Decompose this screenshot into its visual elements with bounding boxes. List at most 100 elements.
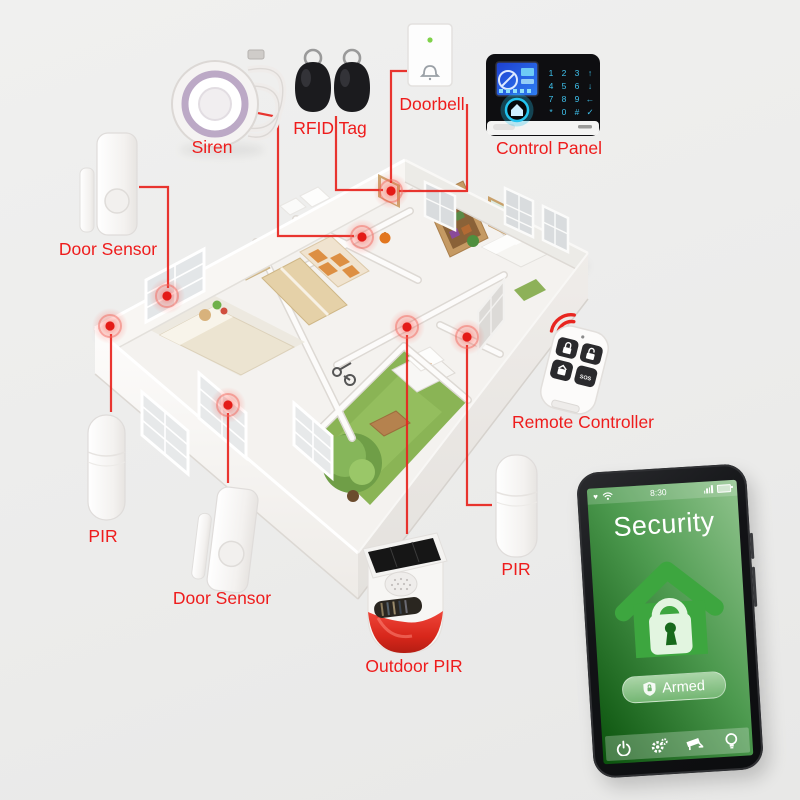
sensor-dot — [344, 219, 380, 255]
hanging-lamp — [379, 232, 391, 244]
window — [541, 204, 570, 254]
phone-status-bar: ♥ 8:30 — [586, 479, 738, 505]
pir-lens — [495, 491, 538, 497]
svg-text:9: 9 — [575, 94, 580, 104]
garden — [306, 346, 468, 505]
connection-line-doorbell — [389, 69, 407, 183]
svg-text:5: 5 — [562, 81, 567, 91]
cctv-camera-icon[interactable] — [685, 733, 706, 754]
remote-lock-button[interactable] — [555, 336, 580, 360]
coffee-table — [369, 410, 411, 437]
svg-text:#: # — [575, 107, 580, 117]
label-pir-right: PIR — [501, 559, 531, 579]
rfid-tags — [295, 48, 370, 112]
connection-line-siren — [252, 110, 354, 238]
panel-logo — [578, 125, 592, 129]
siren-device — [171, 49, 287, 157]
label-control-panel: Control Panel — [495, 138, 603, 158]
label-siren: Siren — [191, 137, 233, 157]
svg-text:3: 3 — [575, 68, 580, 78]
remote-home-arm-button[interactable] — [549, 359, 574, 383]
exercise-bike — [332, 362, 356, 386]
settings-gear-icon[interactable] — [649, 735, 670, 756]
armed-status-badge[interactable]: Armed — [621, 670, 727, 705]
svg-text:8: 8 — [562, 94, 567, 104]
door-sensor-bottom-device — [191, 486, 259, 594]
floor-plan — [94, 158, 590, 600]
app-nav-bar — [604, 727, 751, 762]
wifi-icon — [602, 491, 613, 500]
pir-lens-window — [374, 597, 423, 618]
label-remote-controller: Remote Controller — [512, 412, 654, 432]
label-door-sensor-left: Door Sensor — [58, 239, 158, 259]
smartphone: ♥ 8:30 Security — [575, 463, 765, 779]
speaker-grille — [384, 571, 418, 597]
sensor-dot — [373, 173, 409, 209]
bed — [158, 306, 296, 376]
sensor-dot — [149, 278, 185, 314]
svg-text:1: 1 — [549, 68, 554, 78]
red-strobe-dome — [368, 611, 443, 654]
courtyard-grass — [514, 279, 546, 301]
solar-panel — [368, 538, 441, 573]
svg-text:7: 7 — [549, 94, 554, 104]
svg-text:0: 0 — [562, 107, 567, 117]
potted-plant — [467, 235, 479, 247]
svg-text:↓: ↓ — [588, 81, 592, 91]
label-pir-left: PIR — [88, 526, 118, 546]
connection-line-pir-right — [465, 345, 492, 507]
window — [140, 388, 190, 478]
svg-text:4: 4 — [549, 81, 554, 91]
doorbell-button[interactable] — [419, 65, 441, 81]
floor — [95, 160, 588, 553]
svg-text:6: 6 — [575, 81, 580, 91]
armed-label: Armed — [661, 677, 706, 697]
window — [503, 186, 535, 239]
status-time: 8:30 — [649, 486, 667, 498]
connection-lines — [109, 69, 492, 534]
sensor-points — [92, 173, 485, 423]
window — [292, 399, 334, 482]
pir-right-device — [495, 454, 538, 558]
svg-text:←: ← — [586, 94, 595, 104]
connection-line-rfid — [334, 116, 383, 192]
toy — [220, 307, 228, 315]
label-doorbell: Doorbell — [399, 94, 465, 114]
svg-text:↑: ↑ — [588, 68, 592, 78]
svg-text:✓: ✓ — [586, 107, 593, 117]
power-button[interactable] — [613, 737, 634, 758]
battery-icon — [716, 484, 732, 493]
doorbell-led — [427, 37, 433, 43]
sensor-dot — [389, 309, 425, 345]
bath-fixture — [279, 197, 307, 216]
label-door-sensor-bottom: Door Sensor — [172, 588, 272, 608]
rocking-horse-toy — [199, 309, 211, 321]
signal-icon — [703, 485, 714, 494]
window — [423, 180, 457, 232]
door-sensor-left-device — [79, 132, 138, 236]
shield-icon — [643, 681, 656, 696]
tree — [322, 433, 382, 502]
remote-sos-button[interactable]: SOS — [573, 365, 598, 389]
pir-left-device — [87, 414, 126, 521]
security-app-screen: ♥ 8:30 Security — [586, 479, 754, 765]
remote-unlock-button[interactable] — [579, 342, 604, 366]
light-bulb-icon[interactable] — [721, 730, 742, 751]
house-lock-icon — [614, 561, 724, 659]
checker-cabinet — [299, 235, 370, 288]
sensor-dot — [210, 387, 246, 423]
bath-fixture — [299, 186, 331, 208]
connection-line-door-sensor-left — [139, 185, 170, 288]
svg-text:*: * — [549, 107, 553, 117]
heart-icon: ♥ — [592, 491, 599, 501]
doorbell-device — [407, 23, 453, 87]
svg-text:SOS: SOS — [579, 374, 592, 383]
remote-controller-device: SOS — [540, 313, 609, 415]
outdoor-pir-device — [362, 532, 448, 654]
rfid-tag — [295, 48, 331, 112]
panel-home-button[interactable] — [500, 93, 534, 127]
toy — [212, 300, 222, 310]
